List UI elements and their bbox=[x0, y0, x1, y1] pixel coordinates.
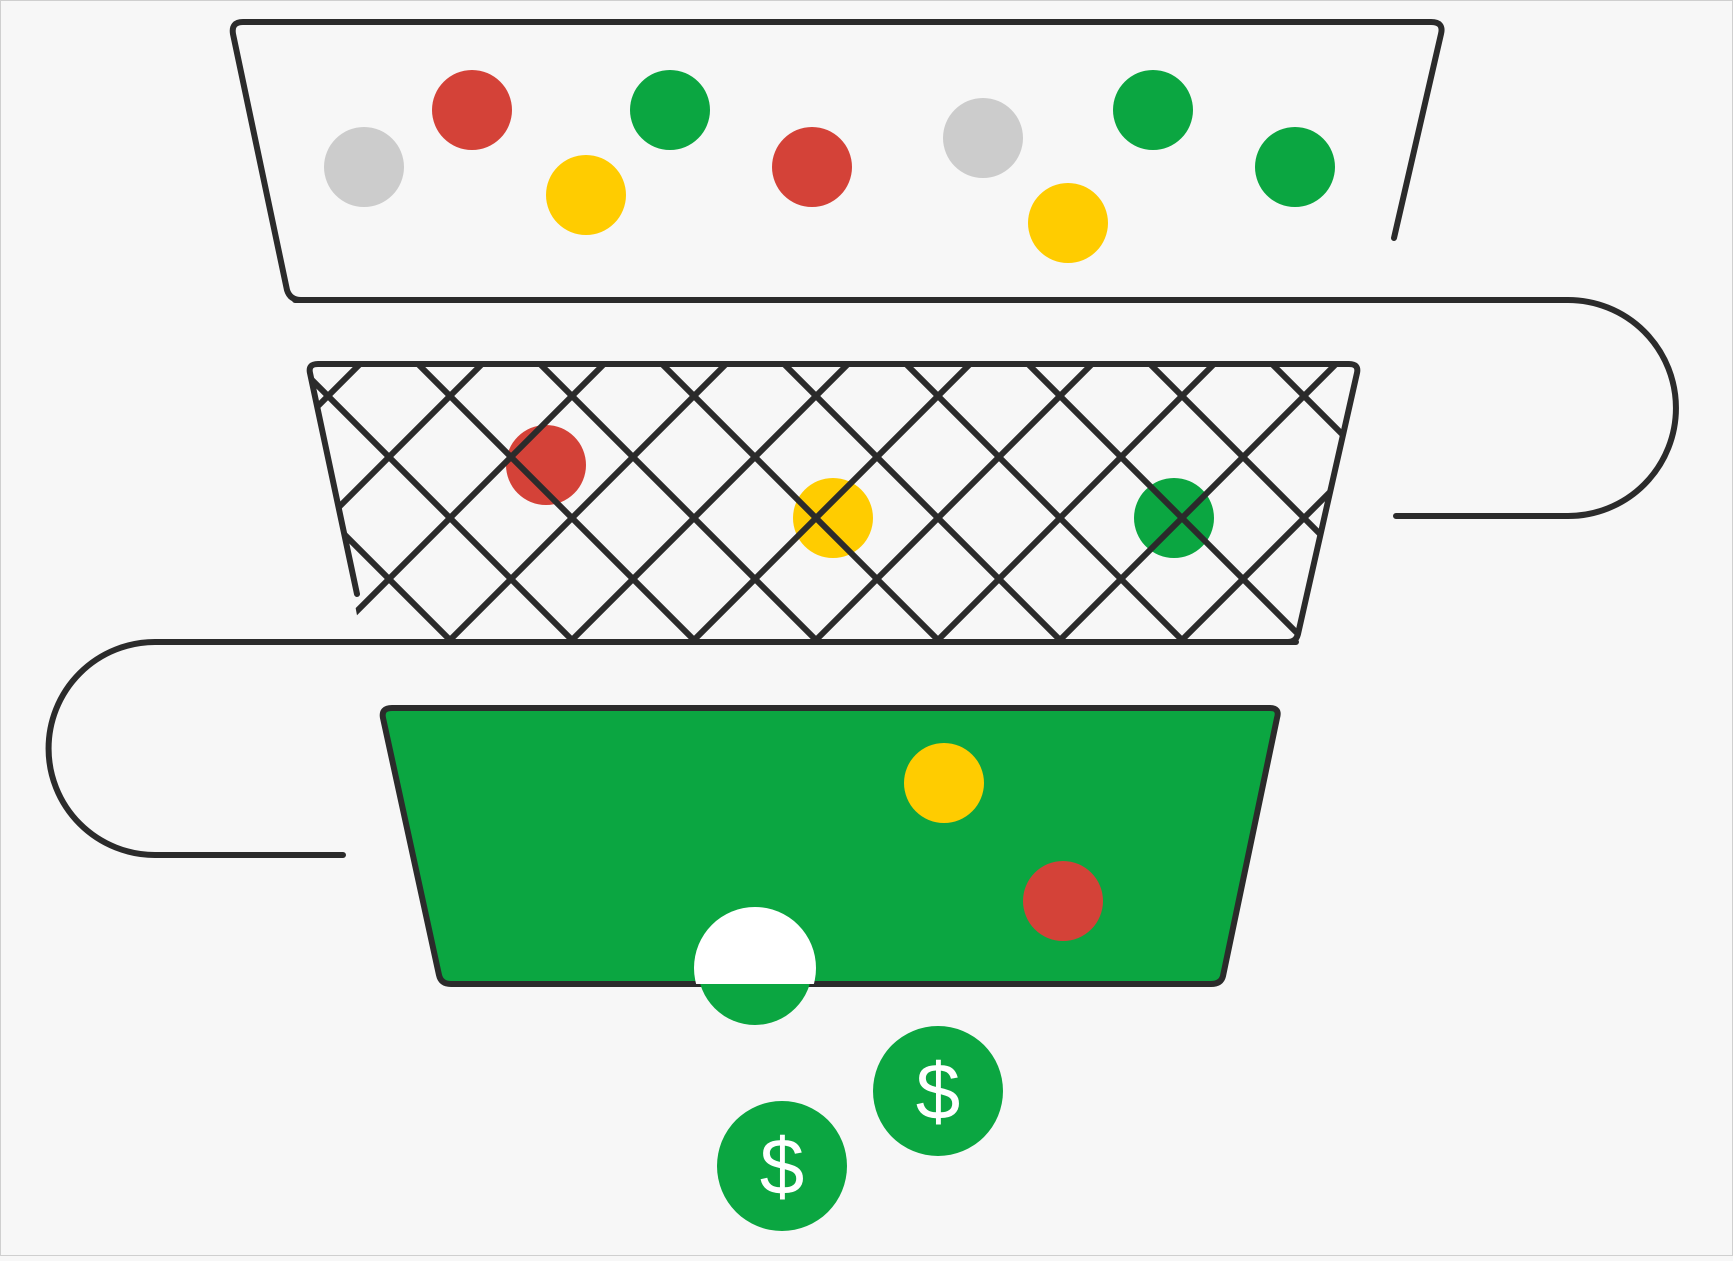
mesh-line bbox=[1027, 365, 1358, 642]
mesh-line bbox=[563, 365, 1358, 642]
mesh-line bbox=[441, 365, 1358, 642]
mesh-line bbox=[310, 365, 1191, 642]
mesh-line bbox=[661, 365, 1358, 642]
coin-disc bbox=[717, 1101, 847, 1231]
mesh-line bbox=[310, 365, 581, 642]
ball-icon-red bbox=[772, 127, 852, 207]
ball-icon-yellow bbox=[793, 478, 873, 558]
ball-icon-exiting-below bbox=[700, 984, 810, 1025]
ball-icon-yellow bbox=[1028, 183, 1108, 263]
connector-right bbox=[292, 297, 1679, 519]
mesh-line bbox=[0, 0, 114, 1256]
mesh-line bbox=[310, 365, 1337, 642]
coin-disc bbox=[873, 1026, 1003, 1156]
mesh-line bbox=[417, 365, 1358, 642]
mesh-line bbox=[1640, 0, 1733, 1256]
ball-icon-green bbox=[630, 70, 710, 150]
coin-group: $$ bbox=[717, 1026, 1003, 1231]
coin-symbol: $ bbox=[760, 1122, 805, 1211]
mesh-line bbox=[310, 365, 1358, 642]
coin-symbol: $ bbox=[916, 1047, 961, 1136]
mesh-line bbox=[310, 365, 1358, 642]
mesh-line bbox=[310, 365, 1069, 642]
connector-left bbox=[45, 639, 1299, 858]
mesh-line bbox=[310, 365, 605, 642]
ball-icon-green bbox=[1255, 127, 1335, 207]
dollar-coin-icon: $ bbox=[873, 1026, 1003, 1156]
mesh-line bbox=[539, 365, 1358, 642]
stage-raw-input bbox=[229, 19, 1445, 303]
stage-raw-input-outline bbox=[229, 19, 1445, 303]
mesh-line bbox=[310, 365, 1313, 642]
mesh-line bbox=[1149, 365, 1358, 642]
ball-icon-red bbox=[432, 70, 512, 150]
ball-icon-grey bbox=[324, 127, 404, 207]
mesh-line bbox=[1271, 365, 1358, 642]
mesh-line bbox=[0, 0, 236, 1256]
ball-icon-green bbox=[1113, 70, 1193, 150]
ball-icon-yellow bbox=[546, 155, 626, 235]
ball-icon-yellow bbox=[904, 743, 984, 823]
mesh-line bbox=[310, 365, 849, 642]
ball-icon-green bbox=[1134, 478, 1214, 558]
mesh-line bbox=[310, 365, 361, 642]
mesh-line bbox=[310, 365, 1358, 642]
mesh-line bbox=[1518, 0, 1733, 1256]
ball-icon-exiting bbox=[694, 907, 816, 984]
mesh-line bbox=[319, 365, 1358, 642]
ball-icon-grey bbox=[943, 98, 1023, 178]
stage-filter-outline bbox=[306, 361, 1361, 645]
mesh-line bbox=[1396, 0, 1733, 1256]
stage-qualified bbox=[379, 705, 1281, 1025]
ball-icon-red bbox=[1023, 861, 1103, 941]
stage-qualified-shape bbox=[379, 705, 1281, 987]
mesh-line bbox=[310, 365, 1215, 642]
dollar-coin-icon: $ bbox=[717, 1101, 847, 1231]
mesh-line bbox=[310, 365, 483, 642]
mesh-line bbox=[310, 365, 825, 642]
mesh-line bbox=[310, 365, 1093, 642]
